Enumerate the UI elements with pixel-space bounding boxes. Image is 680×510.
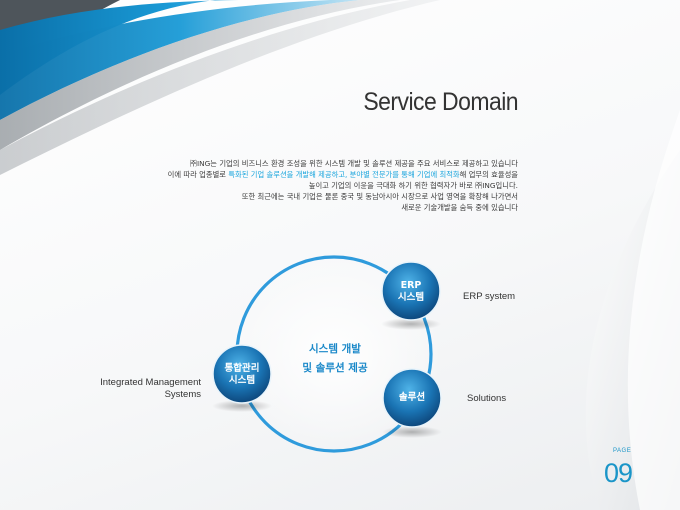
page-number: 09 bbox=[604, 458, 633, 488]
solution-node bbox=[382, 368, 442, 428]
description-text: ㈜ING는 기업의 비즈니스 환경 조성을 위한 시스템 개발 및 솔루션 제공… bbox=[38, 158, 518, 213]
description-line-2: 이에 따라 업종별로 특화된 기업 솔루션을 개발해 제공하고, 분야별 전문가… bbox=[38, 169, 518, 180]
erp-node-shadow bbox=[381, 318, 441, 330]
integrated-side-label-line1: Integrated Management bbox=[100, 377, 201, 388]
description-line-3: 높이고 기업의 이윤을 극대화 하기 위한 협력자가 바로 ㈜ING입니다. bbox=[308, 181, 518, 190]
integrated-side-label: Integrated Management Systems bbox=[97, 377, 201, 401]
integrated-node bbox=[212, 344, 272, 404]
integrated-node-text: 통합관리 시스템 bbox=[212, 363, 272, 387]
center-label-line2: 및 솔루션 제공 bbox=[302, 362, 368, 374]
center-label: 시스템 개발 및 솔루션 제공 bbox=[280, 340, 390, 378]
description-line-2-pre: 이에 따라 업종별로 bbox=[167, 170, 229, 179]
solution-node-shadow bbox=[382, 426, 442, 438]
solution-node-text: 솔루션 bbox=[382, 392, 442, 404]
integrated-side-label-line2: Systems bbox=[164, 389, 201, 400]
description-highlight: 특화된 기업 솔루션을 개발해 제공하고, 분야별 전문가를 통해 기업에 최적… bbox=[228, 170, 460, 179]
integrated-node-shadow bbox=[212, 400, 272, 412]
page-label: PAGE bbox=[613, 448, 632, 454]
description-line-5: 새로운 기술개발을 숨득 중에 있습니다 bbox=[401, 203, 518, 212]
erp-node bbox=[381, 261, 441, 321]
solution-node-line1: 솔루션 bbox=[398, 392, 426, 403]
erp-node-text: ERP 시스템 bbox=[381, 280, 441, 304]
integrated-node-line2: 시스템 bbox=[228, 375, 256, 386]
description-line-2-post: 해 업무의 효율성을 bbox=[459, 170, 518, 179]
center-label-line1: 시스템 개발 bbox=[309, 343, 361, 355]
solution-side-label: Solutions bbox=[467, 393, 507, 404]
erp-node-line1: ERP bbox=[400, 280, 422, 291]
integrated-node-line1: 통합관리 bbox=[224, 363, 260, 374]
page-title: Service Domain bbox=[363, 88, 518, 116]
erp-side-label: ERP system bbox=[463, 291, 516, 302]
erp-node-line2: 시스템 bbox=[397, 292, 425, 303]
description-line-4: 또한 최근에는 국내 기업은 물론 중국 및 동남아시아 시장으로 사업 영역을… bbox=[241, 192, 518, 201]
description-line-1: ㈜ING는 기업의 비즈니스 환경 조성을 위한 시스템 개발 및 솔루션 제공… bbox=[189, 159, 518, 168]
